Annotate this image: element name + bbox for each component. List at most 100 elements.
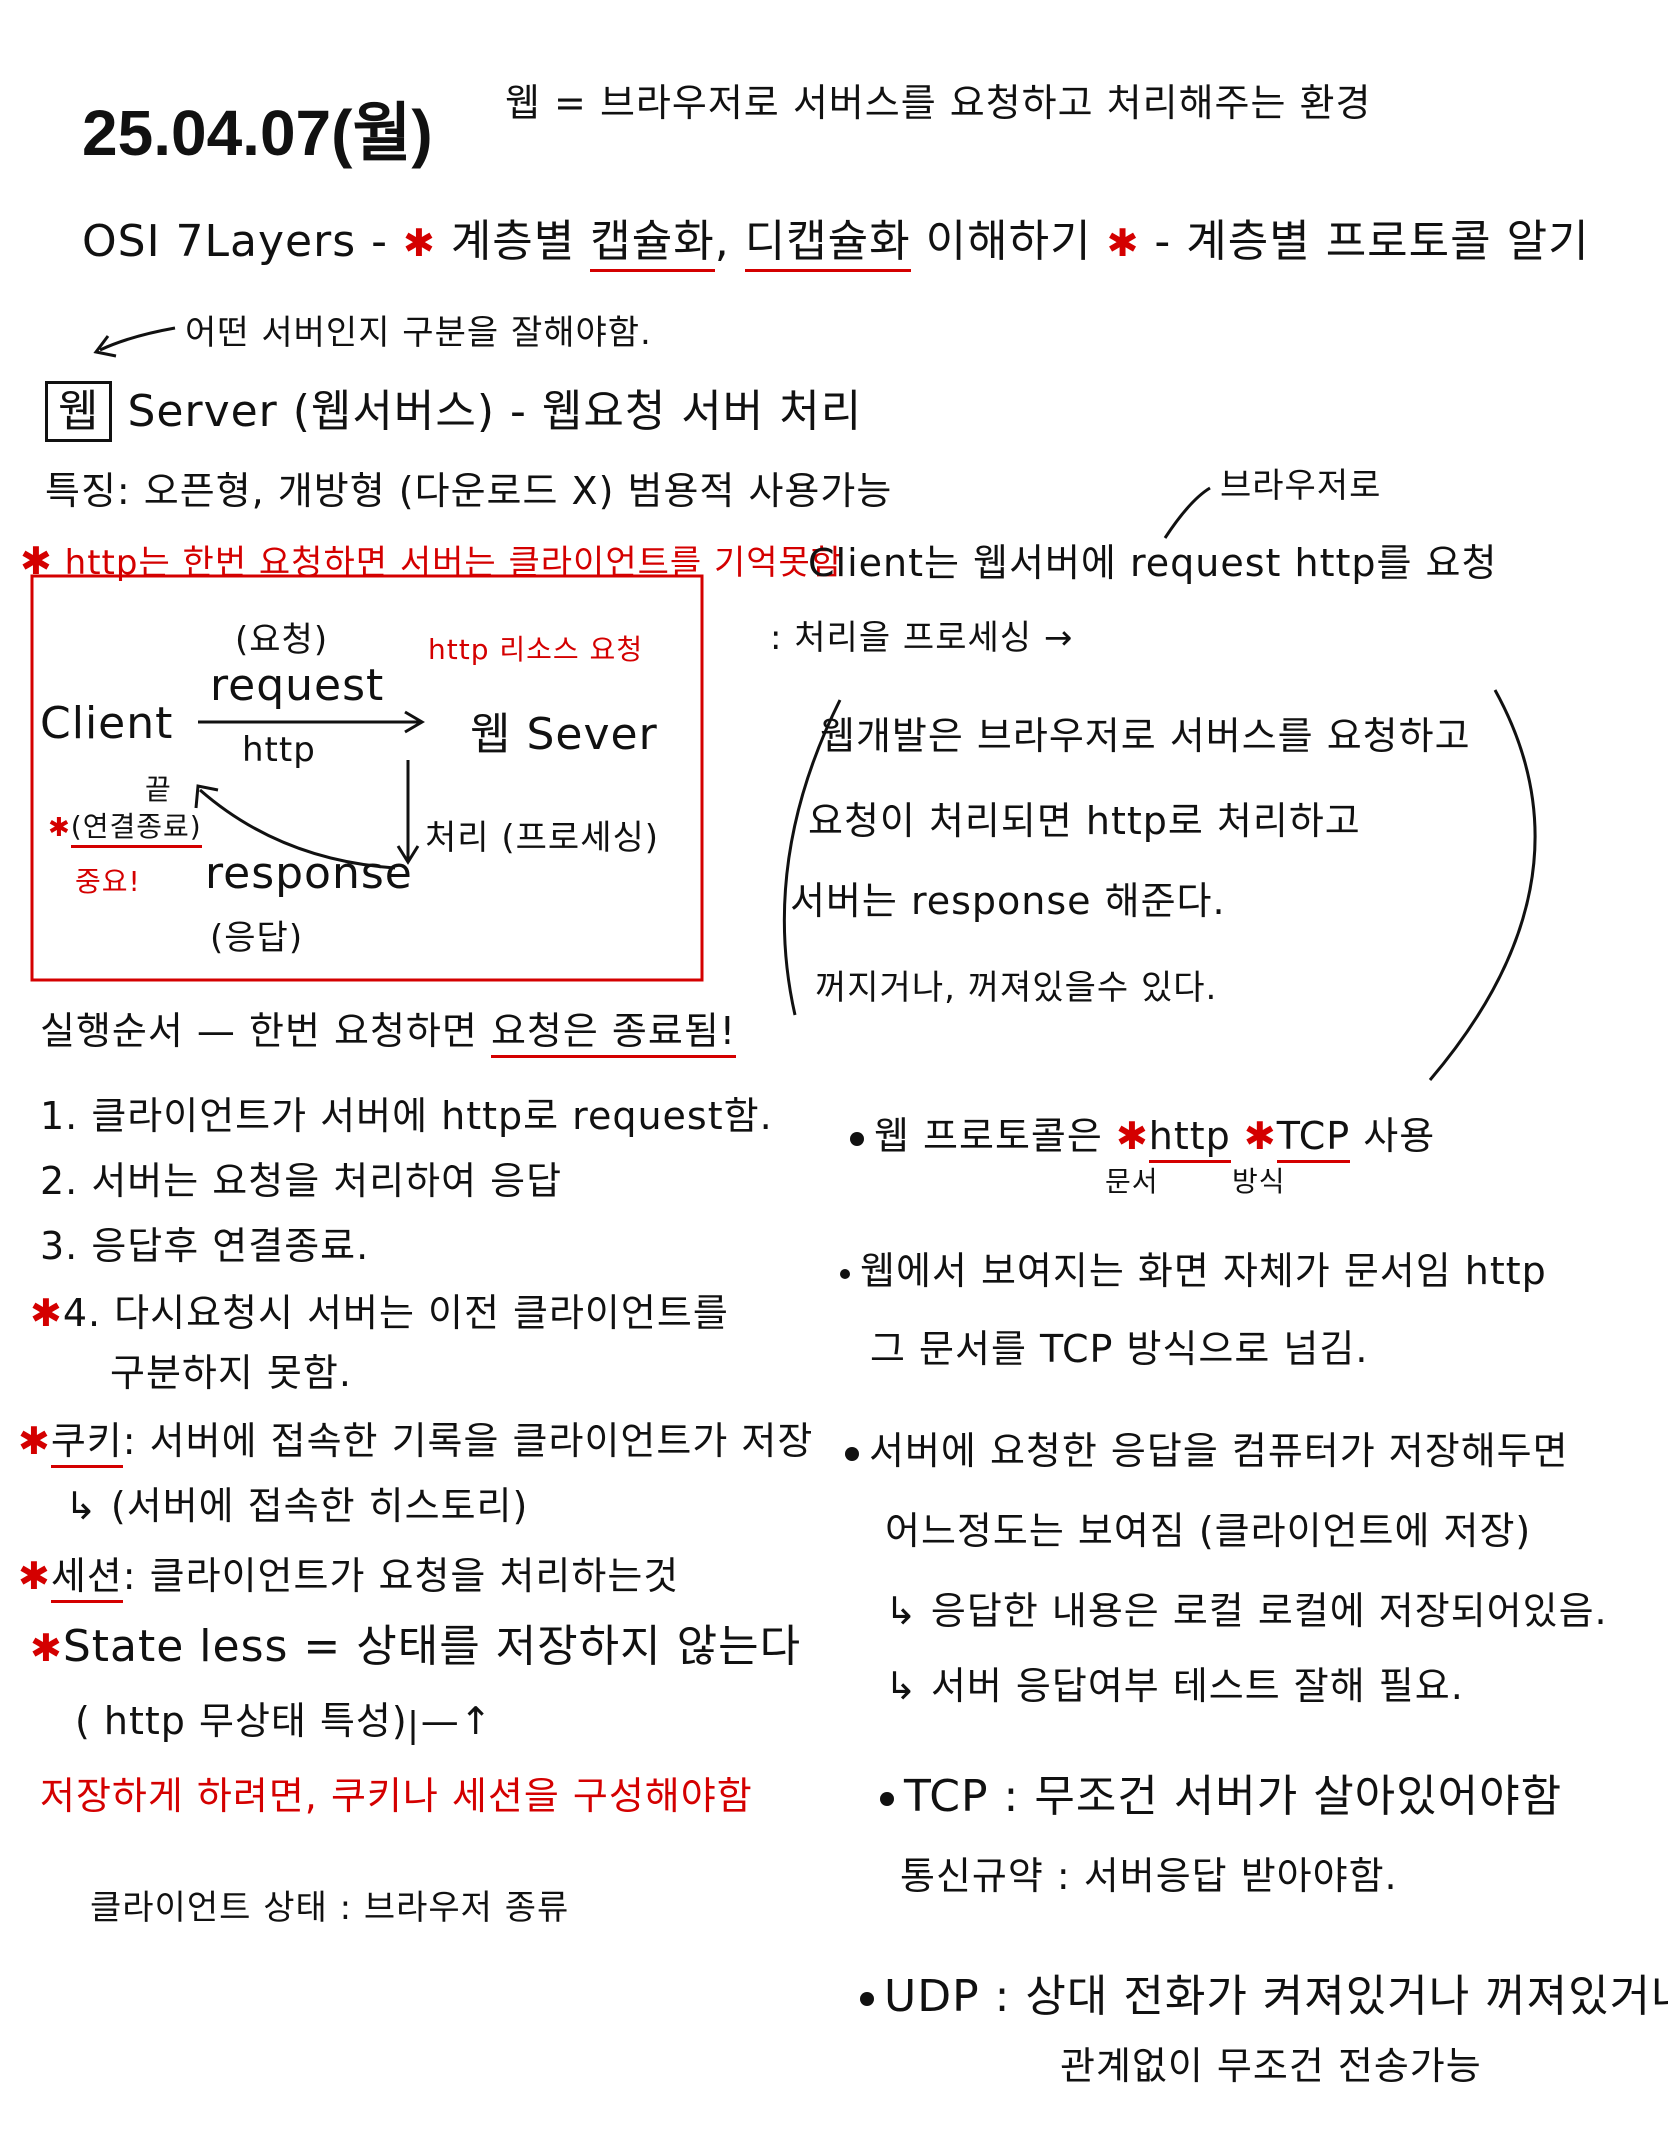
stateless-red: 저장하게 하려면, 쿠키나 세션을 구성해야함 [40,1774,753,1818]
browser-arrow [1163,486,1211,539]
step-3: 3. 응답후 연결종료. [40,1224,370,1268]
session-row: ✱세션: 클라이언트가 요청을 처리하는것 [18,1545,680,1603]
protocol-line-5: 어느정도는 보여짐 (클라이언트에 저장) [885,1509,1532,1553]
star-icon: ✱ [30,1626,63,1670]
cookie-text: : 서버에 접속한 기록을 클라이언트가 저장 [122,1419,814,1463]
protocol-tcp: TCP [1276,1114,1351,1163]
cookie-label: 쿠키 [50,1419,123,1468]
star-icon: ✱ [30,1291,63,1335]
protocol-line-4: 서버에 요청한 응답을 컴퓨터가 저장해두면 [845,1420,1569,1475]
server-feature: 특징: 오픈형, 개방형 (다운로드 X) 범용적 사용가능 [45,469,893,513]
star-icon: ✱ [18,1419,51,1463]
diagram-http: http [242,730,316,770]
osi-layer: 계층별 [450,216,576,267]
steps-title-text: 실행순서 — 한번 요청하면 [40,1009,478,1053]
protocol-line-7: ↳ 서버 응답여부 테스트 잘해 필요. [885,1664,1464,1708]
osi-protocol: - 계층별 프로토콜 알기 [1154,216,1590,267]
right-para-3: 서버는 response 해준다. [790,879,1226,923]
diagram-web-server: 웹 Sever [470,709,658,760]
bullet-icon [845,1446,859,1461]
step-4: ✱4. 다시요청시 서버는 이전 클라이언트를 [30,1282,729,1337]
osi-encap: 캡슐화 [590,216,715,272]
bullet-icon [840,1268,850,1279]
udp-line-text: UDP : 상대 전화가 켜져있거나 꺼져있거나 [884,1971,1668,2022]
stateless-text: State less = 상태를 저장하지 않는다 [62,1621,802,1672]
diagram-http-resource: http 리소스 요청 [428,633,644,666]
star-icon: ✱ [20,539,53,583]
protocol-post: 사용 [1363,1114,1436,1158]
star-icon: ✱ [1106,221,1140,265]
request-arrowhead [404,710,425,734]
bullet-icon [850,1131,864,1146]
tcp-line-2: 통신규약 : 서버응답 받아야함. [900,1854,1398,1898]
udp-line: UDP : 상대 전화가 켜져있거나 꺼져있거나 [860,1960,1668,2024]
session-text: : 클라이언트가 요청을 처리하는것 [122,1554,680,1598]
server-note: 어떤 서버인지 구분을 잘해야함. [185,313,652,353]
diagram-process: 처리 (프로세싱) [425,818,660,858]
right-para-4: 꺼지거나, 꺼져있을수 있다. [815,968,1218,1008]
star-icon: ✱ [18,1554,51,1598]
cookie-row: ✱쿠키: 서버에 접속한 기록을 클라이언트가 저장 [18,1410,814,1468]
bullet-icon [860,1992,874,2006]
stateless-sub: ( http 무상태 특성) —↑ [75,1699,493,1743]
protocol-line-6: ↳ 응답한 내용은 로컬 로컬에 저장되어있음. [885,1589,1608,1633]
cookie-sub: ↳ (서버에 접속한 히스토리) [65,1484,529,1528]
diagram-request: request [210,660,385,711]
diagram-client: Client [40,698,174,749]
web-definition: 웹 = 브라우저로 서버스를 요청하고 처리해주는 환경 [505,81,1372,125]
note-arrowhead [93,335,117,358]
protocol-line-2: 웹에서 보여지는 화면 자체가 문서임 http [840,1240,1547,1295]
session-label: 세션 [50,1554,123,1603]
protocol-http: http [1148,1114,1231,1163]
star-icon: ✱ [1243,1114,1277,1158]
steps-title-end: 요청은 종료됨! [490,1009,737,1058]
stateless-row: ✱State less = 상태를 저장하지 않는다 [30,1610,801,1674]
star-icon: ✱ [1115,1114,1149,1158]
web-box: 웹 [45,381,113,442]
diagram-conn-close: ✱(연결종료) [48,805,202,848]
right-para-1: 웹개발은 브라우저로 서버스를 요청하고 [820,714,1471,758]
diagram-response: response [205,848,413,899]
red-diagram-box [30,574,704,982]
right-client-line: Client는 웹서버에 request http를 요청 [808,541,1498,585]
step-4b: 구분하지 못함. [110,1351,352,1395]
step-2: 2. 서버는 요청을 처리하여 응답 [40,1159,563,1203]
step-4-text: 4. 다시요청시 서버는 이전 클라이언트를 [62,1291,729,1335]
response-arrowhead [194,784,219,809]
tcp-line: TCP : 무조건 서버가 살아있어야함 [880,1760,1562,1824]
osi-understand: 이해하기 [925,216,1092,267]
tcp-line-text: TCP : 무조건 서버가 살아있어야함 [904,1771,1563,1822]
bullet-icon [880,1792,894,1806]
osi-title: OSI 7Layers - ✱ 계층별 캡슐화, 디캡슐화 이해하기 ✱ - 계… [82,205,1590,272]
protocol-line-1: 웹 프로토콜은 ✱http ✱TCP 사용 [850,1105,1436,1163]
right-bracket [1428,689,1537,1081]
protocol-line-4-text: 서버에 요청한 응답을 컴퓨터가 저장해두면 [869,1429,1569,1473]
protocol-line-2-text: 웹에서 보여지는 화면 자체가 문서임 http [860,1249,1547,1293]
osi-label: OSI 7Layers - [82,216,388,267]
right-browser: 브라우저로 [1220,466,1382,506]
client-state: 클라이언트 상태 : 브라우저 종류 [90,1888,570,1928]
right-processing: : 처리을 프로세싱 → [770,618,1074,658]
response-arrow [199,788,396,870]
server-title: Server (웹서버스) - 웹요청 서버 처리 [127,386,863,437]
date-title: 25.04.07(월) [82,97,433,169]
diagram-resp-ko: (응답) [210,918,304,958]
diagram-end: 끝 [145,773,172,806]
steps-title: 실행순서 — 한번 요청하면 요청은 종료됨! [40,1000,737,1058]
step-1: 1. 클라이언트가 서버에 http로 request함. [40,1094,773,1138]
diagram-important: 중요! [75,865,141,898]
star-icon: ✱ [402,221,436,265]
right-para-2: 요청이 처리되면 http로 처리하고 [808,799,1361,843]
http-red-note: ✱ http는 한번 요청하면 서버는 클라이언트를 기억못함 [20,535,843,584]
protocol-line-3: 그 문서를 TCP 방식으로 넘김. [870,1327,1369,1371]
left-bracket [782,699,842,1016]
udp-line-2: 관계없이 무조건 전송가능 [1060,2044,1482,2088]
http-red-note-text: http는 한번 요청하면 서버는 클라이언트를 기억못함 [64,543,844,583]
process-arrowhead [396,845,420,865]
protocol-http-sub: 문서 [1105,1165,1159,1198]
protocol-tcp-sub: 방식 [1232,1165,1286,1198]
diagram-req-ko: (요청) [235,620,329,660]
star-icon: ✱ [48,813,71,843]
osi-decap: 디캡슐화 [744,216,911,272]
